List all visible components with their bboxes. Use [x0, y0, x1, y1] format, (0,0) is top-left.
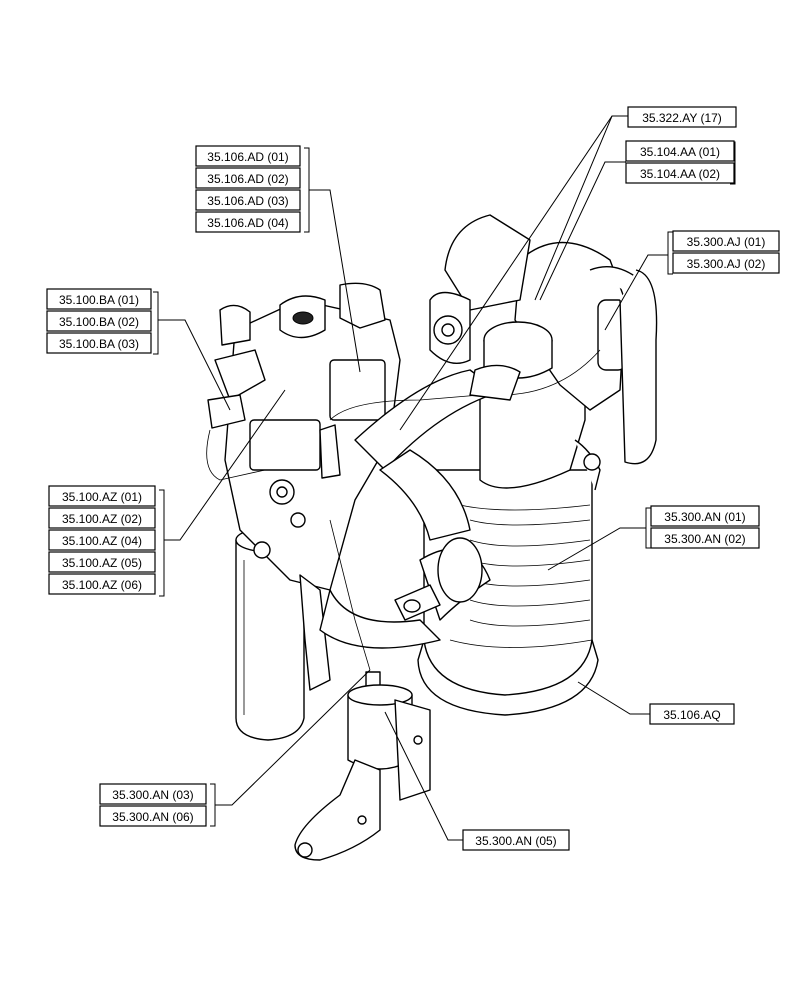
callout-label[interactable]: 35.322.AY (17) — [642, 111, 722, 125]
callout-label[interactable]: 35.106.AD (01) — [207, 150, 288, 164]
callout-group-az: 35.100.AZ (01) 35.100.AZ (02) 35.100.AZ … — [48, 485, 156, 595]
callout-label[interactable]: 35.300.AN (01) — [664, 510, 745, 524]
callout-label[interactable]: 35.106.AD (03) — [207, 194, 288, 208]
callout-group-an-05: 35.300.AN (05) — [462, 829, 570, 851]
inline-filter-bracket — [294, 671, 431, 861]
callout-group-ad: 35.106.AD (01) 35.106.AD (02) 35.106.AD … — [195, 145, 301, 233]
leader-lines — [153, 115, 736, 841]
canister-head — [429, 214, 658, 491]
callout-group-an-lower: 35.300.AN (03) 35.300.AN (06) — [99, 783, 207, 827]
callout-label[interactable]: 35.106.AQ — [663, 708, 720, 722]
pipe-manifold — [206, 349, 601, 671]
callout-label[interactable]: 35.100.AZ (04) — [62, 534, 142, 548]
callout-group-aq: 35.106.AQ — [649, 703, 735, 725]
callout-group-ba: 35.100.BA (01) 35.100.BA (02) 35.100.BA … — [46, 288, 152, 354]
callout-label[interactable]: 35.104.AA (02) — [640, 167, 720, 181]
valve-block — [207, 282, 401, 691]
hydraulic-assembly-drawing — [206, 214, 658, 861]
callout-label[interactable]: 35.106.AD (04) — [207, 216, 288, 230]
callout-label[interactable]: 35.300.AN (02) — [664, 532, 745, 546]
callout-label[interactable]: 35.100.BA (02) — [59, 315, 139, 329]
callout-label[interactable]: 35.106.AD (02) — [207, 172, 288, 186]
callout-label[interactable]: 35.100.AZ (02) — [62, 512, 142, 526]
callout-label[interactable]: 35.100.AZ (01) — [62, 490, 142, 504]
callout-label[interactable]: 35.300.AN (03) — [112, 788, 193, 802]
callout-label[interactable]: 35.100.BA (01) — [59, 293, 139, 307]
callout-label[interactable]: 35.300.AJ (02) — [687, 257, 766, 271]
callout-label[interactable]: 35.300.AJ (01) — [687, 235, 766, 249]
callout-group-aa: 35.104.AA (01) 35.104.AA (02) — [625, 140, 735, 184]
callout-group-aj: 35.300.AJ (01) 35.300.AJ (02) — [672, 230, 780, 274]
callout-label[interactable]: 35.100.AZ (06) — [62, 578, 142, 592]
callout-label[interactable]: 35.100.AZ (05) — [62, 556, 142, 570]
callout-label[interactable]: 35.104.AA (01) — [640, 145, 720, 159]
callout-label[interactable]: 35.100.BA (03) — [59, 337, 139, 351]
callout-group-ay: 35.322.AY (17) — [627, 106, 737, 128]
callout-label[interactable]: 35.300.AN (05) — [475, 834, 556, 848]
callout-group-an-upper: 35.300.AN (01) 35.300.AN (02) — [650, 505, 760, 549]
callout-label[interactable]: 35.300.AN (06) — [112, 810, 193, 824]
